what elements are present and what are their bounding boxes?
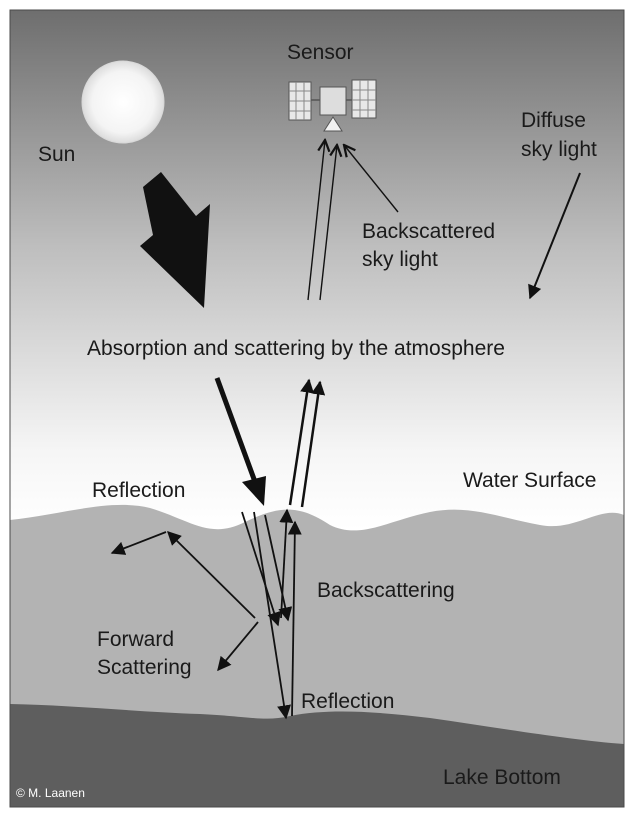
backscattered-sky-light-label-line1: Backscattered bbox=[362, 220, 495, 243]
lake-bottom-label: Lake Bottom bbox=[443, 766, 561, 789]
sun-icon bbox=[81, 60, 165, 144]
forward-scatter-line bbox=[217, 621, 259, 672]
sun-label: Sun bbox=[38, 143, 75, 166]
diffuse-sky-light-arrow bbox=[528, 172, 581, 300]
scatter-line-reflect bbox=[110, 531, 167, 555]
incoming-sunlight-arrow bbox=[140, 172, 210, 308]
water-leaving-arrow-2 bbox=[300, 380, 326, 508]
transmitted-sunlight-arrowhead bbox=[242, 476, 266, 506]
downwelling-line-3 bbox=[264, 514, 293, 622]
sensor-label: Sensor bbox=[287, 41, 354, 64]
backscatter-up-line bbox=[279, 508, 294, 619]
downwelling-line-1 bbox=[241, 511, 281, 627]
water-surface-label: Water Surface bbox=[463, 469, 596, 492]
backscattered-sky-light-pointer bbox=[344, 145, 399, 213]
bottom-reflection-up-line bbox=[287, 520, 302, 717]
bottom-reflection-label: Reflection bbox=[301, 690, 394, 713]
diagram-border bbox=[9, 9, 625, 808]
downwelling-line-2 bbox=[253, 511, 291, 720]
forward-scattering-label-line1: Forward bbox=[97, 628, 174, 651]
upwelling-line-to-sensor-2 bbox=[319, 145, 337, 301]
atmosphere-label: Absorption and scattering by the atmosph… bbox=[87, 337, 505, 360]
scatter-line-upper bbox=[167, 531, 256, 619]
diffuse-sky-light-label-line2: sky light bbox=[521, 138, 597, 161]
upwelling-line-to-sensor-1 bbox=[307, 140, 325, 301]
transmitted-sunlight-arrow bbox=[214, 377, 261, 491]
diffuse-sky-light-label-line1: Diffuse bbox=[521, 109, 586, 132]
credit-label: © M. Laanen bbox=[16, 786, 85, 800]
lake-bottom bbox=[10, 704, 624, 807]
surface-reflection-label: Reflection bbox=[92, 479, 185, 502]
backscattering-label: Backscattering bbox=[317, 579, 455, 602]
satellite-sensor-icon bbox=[288, 79, 377, 132]
forward-scattering-label-line2: Scattering bbox=[97, 656, 192, 679]
water-leaving-arrow-1 bbox=[288, 378, 315, 506]
backscattered-sky-light-label-line2: sky light bbox=[362, 248, 438, 271]
